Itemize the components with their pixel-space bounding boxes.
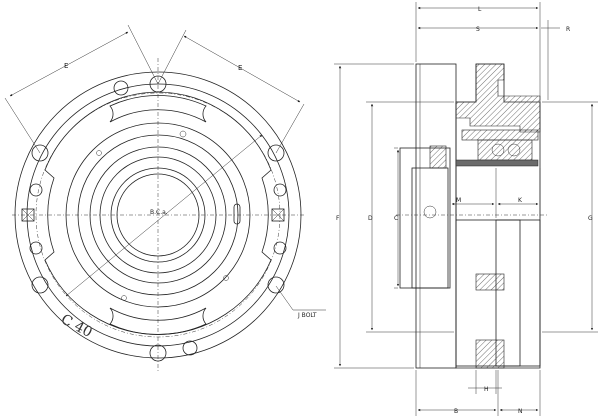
dim-h-label: H bbox=[484, 386, 489, 393]
tapped-hole bbox=[273, 183, 287, 197]
dim-l-label: L bbox=[478, 6, 482, 13]
set-screw-left bbox=[96, 150, 102, 156]
tapped-hole bbox=[29, 183, 43, 197]
inner-boss-scallop bbox=[109, 95, 207, 123]
roller-set bbox=[477, 139, 533, 161]
bolt-circle-diameter-line bbox=[65, 134, 263, 297]
bearing-outer-ring bbox=[461, 129, 539, 141]
dim-e-left-label: E bbox=[64, 62, 68, 70]
housing-section-top bbox=[455, 63, 541, 133]
dim-g-label: G bbox=[588, 215, 593, 222]
set-screw-right bbox=[223, 275, 229, 281]
dim-c-label: C bbox=[394, 215, 398, 222]
mounting-hole bbox=[149, 75, 167, 93]
dimension-e-right: E bbox=[157, 29, 305, 154]
front-view: E E B.C.a. J BOLT C 40 bbox=[4, 24, 326, 372]
set-screw-bottom bbox=[121, 295, 127, 301]
grease-fitting-right bbox=[271, 208, 285, 222]
mounting-hole bbox=[149, 344, 167, 362]
collar-face bbox=[411, 167, 449, 289]
shaft-sleeve bbox=[429, 145, 447, 169]
grease-fitting-left bbox=[21, 208, 35, 222]
bolt-circle-label: B.C.a. bbox=[150, 209, 168, 216]
mounting-hole bbox=[31, 276, 49, 294]
dim-s-label: S bbox=[476, 26, 480, 33]
dim-m-label: M bbox=[456, 197, 461, 204]
dim-b-label: B bbox=[454, 408, 458, 415]
key-slot bbox=[233, 203, 241, 225]
mounting-hole bbox=[267, 144, 285, 162]
dim-d-label: D bbox=[368, 215, 373, 222]
mounting-hole bbox=[31, 144, 49, 162]
tapped-hole bbox=[182, 340, 198, 356]
locking-collar bbox=[399, 147, 451, 289]
inner-ring bbox=[455, 159, 539, 167]
set-screw-top bbox=[179, 130, 187, 138]
j-bolt-label: J BOLT bbox=[297, 312, 317, 319]
bore-insert bbox=[495, 219, 521, 367]
housing-section-bottom bbox=[475, 339, 505, 369]
dim-k-label: K bbox=[518, 197, 523, 204]
dim-r-label: R bbox=[566, 26, 570, 33]
tapped-hole bbox=[273, 241, 287, 255]
inner-boss-scallop-bottom bbox=[109, 307, 207, 335]
side-section-view: L S R F D C G M K H bbox=[334, 2, 598, 416]
dim-n-label: N bbox=[518, 408, 523, 415]
dimension-e-left: E bbox=[4, 24, 159, 154]
mounting-hole bbox=[267, 276, 285, 294]
dim-f-label: F bbox=[336, 215, 340, 222]
dim-e-right-label: E bbox=[238, 64, 242, 72]
tapped-hole bbox=[29, 241, 43, 255]
j-bolt-leader bbox=[275, 285, 294, 311]
